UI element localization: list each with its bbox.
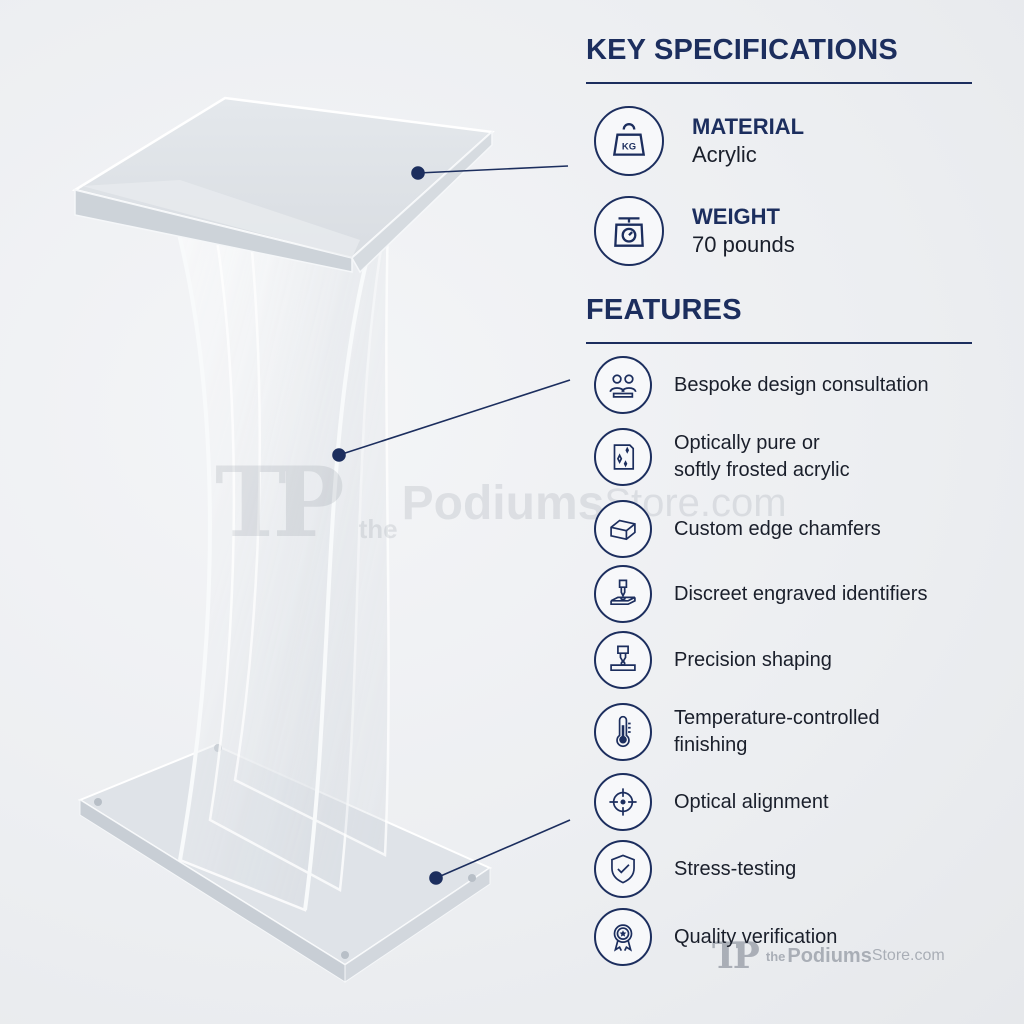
- consultation-icon: [594, 356, 652, 414]
- spec-material: KG MATERIAL Acrylic: [594, 106, 804, 176]
- shield-check-icon: [594, 840, 652, 898]
- thermometer-icon: [594, 703, 652, 761]
- feature-item: Temperature-controlled finishing: [594, 703, 974, 761]
- chamfer-block-icon: [594, 500, 652, 558]
- material-label: MATERIAL: [692, 114, 805, 139]
- feature-item: Precision shaping: [594, 631, 974, 689]
- svg-text:KG: KG: [622, 141, 636, 152]
- key-specs-divider: [586, 82, 972, 84]
- spec-weight: WEIGHT 70 pounds: [594, 196, 795, 266]
- features-title: FEATURES: [586, 294, 742, 326]
- podium-column-panels: [176, 133, 392, 912]
- cnc-shaping-icon: [594, 631, 652, 689]
- acrylic-sheet-icon: [594, 428, 652, 486]
- quality-badge-icon: [594, 908, 652, 966]
- crosshair-icon: [594, 773, 652, 831]
- scale-icon: [594, 196, 664, 266]
- feature-item: Discreet engraved identifiers: [594, 565, 974, 623]
- weight-value: 70 pounds: [692, 232, 795, 257]
- feature-item: Optical alignment: [594, 773, 974, 831]
- corner-watermark: TP the Podiums Store.com: [712, 935, 945, 977]
- material-value: Acrylic: [692, 142, 757, 167]
- feature-item: Custom edge chamfers: [594, 500, 974, 558]
- feature-item: Stress-testing: [594, 840, 974, 898]
- features-divider: [586, 342, 972, 344]
- key-specs-title: KEY SPECIFICATIONS: [586, 34, 898, 66]
- callout-lines: [332, 165, 571, 885]
- weight-label: WEIGHT: [692, 204, 780, 229]
- feature-item: Bespoke design consultation: [594, 356, 974, 414]
- podium-top-desk: [71, 96, 495, 274]
- engraving-icon: [594, 565, 652, 623]
- feature-item: Optically pure or softly frosted acrylic: [594, 428, 974, 486]
- feature-item: Quality verification: [594, 908, 974, 966]
- kg-weight-icon: KG: [594, 106, 664, 176]
